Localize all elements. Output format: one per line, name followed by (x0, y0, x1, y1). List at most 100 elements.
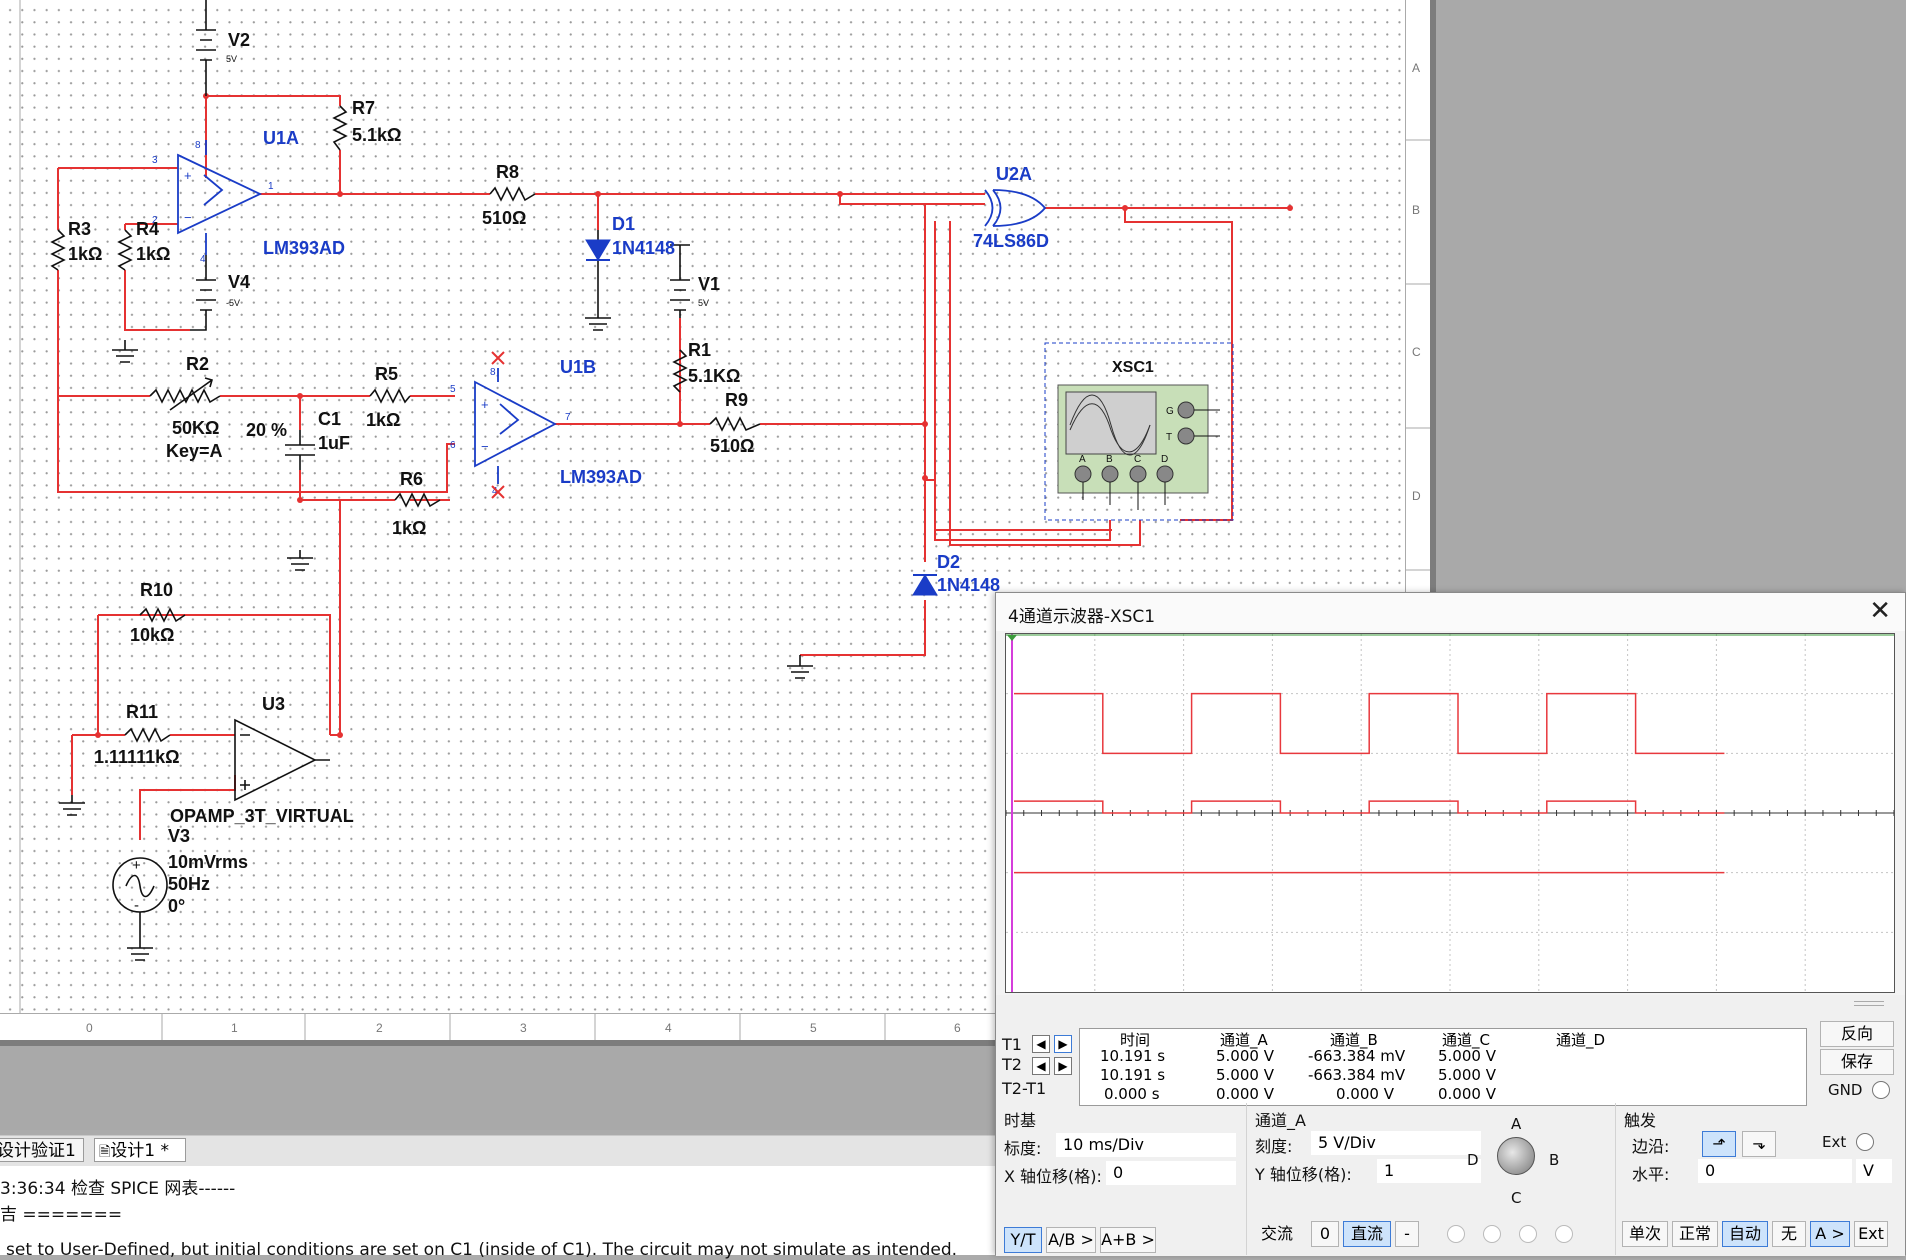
output-log[interactable]: 3:36:34 检查 SPICE 网表------ 吉 ======= set … (0, 1166, 1000, 1260)
readout-b: -663.384 mV (1308, 1047, 1406, 1065)
diode-d1[interactable] (585, 239, 611, 261)
tab-design1[interactable]: 🗎设计1 * (94, 1138, 186, 1162)
readout-time: 10.191 s (1100, 1047, 1166, 1065)
group-title: 通道_A (1255, 1111, 1306, 1130)
ab-mode-button[interactable]: A/B > (1046, 1227, 1096, 1253)
ext-radio[interactable] (1856, 1133, 1874, 1151)
resistor-r6[interactable] (394, 492, 441, 508)
gnd-radio[interactable] (1872, 1081, 1890, 1099)
opamp-u3[interactable] (234, 718, 317, 802)
battery-v1[interactable] (670, 245, 690, 318)
battery-v4[interactable] (190, 255, 216, 331)
svg-text:+: + (132, 857, 141, 874)
diode-d2[interactable] (912, 574, 938, 596)
a-source-button[interactable]: A > (1810, 1221, 1850, 1247)
channel-selector-knob[interactable] (1497, 1137, 1535, 1175)
capacitor-c1[interactable] (285, 430, 315, 470)
ground-symbol (787, 655, 813, 679)
channel-radio[interactable] (1447, 1225, 1465, 1243)
border-col-label: 2 (376, 1021, 383, 1035)
comparator-u1a[interactable] (177, 153, 263, 235)
component-label: R4 (136, 219, 159, 239)
scope-display[interactable] (1005, 633, 1895, 993)
ac-coupling-button[interactable]: 交流 (1253, 1221, 1301, 1247)
channel-radio[interactable] (1555, 1225, 1573, 1243)
tab-design-verify[interactable]: 设计验证1 * (0, 1138, 84, 1185)
oscilloscope-xsc1[interactable]: G T A B C D (1044, 342, 1234, 521)
timebase-scale-field[interactable]: 10 ms/Div (1056, 1133, 1236, 1157)
column-header: 通道_A (1220, 1031, 1268, 1049)
yt-mode-button[interactable]: Y/T (1004, 1227, 1042, 1253)
normal-trigger-button[interactable]: 正常 (1672, 1221, 1718, 1247)
x-position-field[interactable]: 0 (1106, 1161, 1236, 1185)
dc-coupling-button[interactable]: 直流 (1343, 1221, 1391, 1247)
save-button[interactable]: 保存 (1820, 1049, 1894, 1075)
comparator-u1b[interactable] (474, 380, 557, 468)
resistor-r8[interactable] (489, 186, 536, 202)
window-titlebar[interactable]: 4通道示波器-XSC1 ✕ (996, 593, 1905, 631)
cursor-left-arrow-icon[interactable]: ◀ (1032, 1035, 1050, 1053)
potentiometer-r2[interactable] (149, 388, 221, 404)
oscilloscope-window[interactable]: 4通道示波器-XSC1 ✕ T1 T2 T2-T1 ◀ ▶ ◀ ▶ 时间 通道_… (995, 592, 1906, 1256)
y-position-field[interactable]: 1 (1377, 1159, 1481, 1183)
xpos-label: X 轴位移(格): (1004, 1167, 1102, 1186)
wires[interactable] (57, 95, 1290, 840)
resistor-r11[interactable] (124, 727, 171, 743)
terminal-label: G (1166, 406, 1174, 417)
channel-scale-field[interactable]: 5 V/Div (1311, 1131, 1481, 1155)
component-label: V1 (698, 274, 720, 294)
component-label: R11 (126, 702, 158, 722)
component-label: V4 (228, 272, 250, 292)
scale-label: 标度: (1004, 1139, 1042, 1158)
schematic-canvas[interactable]: A B C D 0 1 2 3 4 5 6 (0, 0, 1430, 1040)
ground-symbol (112, 340, 138, 363)
edge-label: 边沿: (1632, 1137, 1670, 1156)
scope-grid[interactable] (1005, 634, 1895, 992)
reverse-button[interactable]: 反向 (1820, 1021, 1894, 1047)
design-tabs: 设计验证1 * 🗎设计1 * (0, 1135, 1000, 1185)
tab-label: 设计1 * (110, 1141, 169, 1161)
auto-trigger-button[interactable]: 自动 (1722, 1221, 1768, 1247)
cursor-left-arrow-icon[interactable]: ◀ (1032, 1057, 1050, 1075)
resistor-r7[interactable] (332, 105, 348, 151)
resistor-r10[interactable] (139, 607, 186, 623)
source-voltage: 5V (698, 298, 709, 308)
readout-time: 0.000 s (1104, 1085, 1160, 1103)
cursor-right-arrow-icon[interactable]: ▶ (1054, 1035, 1072, 1053)
component-label: R1 (688, 340, 711, 360)
apb-mode-button[interactable]: A+B > (1100, 1227, 1156, 1253)
close-icon[interactable]: ✕ (1869, 596, 1891, 626)
resistor-r1[interactable] (672, 349, 688, 393)
component-value: 5.1kΩ (352, 125, 401, 145)
component-model: 74LS86D (973, 231, 1049, 251)
battery-v2[interactable] (196, 0, 216, 96)
readout-c: 0.000 V (1438, 1085, 1496, 1103)
falling-edge-icon[interactable]: ⬎ (1742, 1131, 1776, 1157)
pot-percent: 20 % (246, 420, 287, 440)
source-amplitude: 10mVrms (168, 852, 248, 872)
resistor-r9[interactable] (709, 416, 761, 432)
cursor-right-arrow-icon[interactable]: ▶ (1054, 1057, 1072, 1075)
component-value: 1kΩ (136, 244, 170, 264)
trigger-unit-field[interactable]: V (1856, 1159, 1892, 1183)
channel-radio[interactable] (1519, 1225, 1537, 1243)
minus-coupling-button[interactable]: - (1395, 1221, 1419, 1247)
zero-coupling-button[interactable]: 0 (1311, 1221, 1339, 1247)
svg-text:+: + (481, 397, 489, 412)
xor-gate-u2a[interactable] (984, 189, 1047, 227)
component-label: R7 (352, 98, 375, 118)
resistor-r3[interactable] (50, 229, 66, 271)
resistor-r4[interactable] (117, 229, 133, 271)
readout-a: 0.000 V (1216, 1085, 1274, 1103)
trigger-level-field[interactable]: 0 (1698, 1159, 1852, 1183)
pin-number: 1 (268, 181, 274, 192)
single-trigger-button[interactable]: 单次 (1622, 1221, 1668, 1247)
component-value: 1kΩ (68, 244, 102, 264)
channel-radio[interactable] (1483, 1225, 1501, 1243)
resistor-r5[interactable] (369, 388, 411, 404)
none-trigger-button[interactable]: 无 (1772, 1221, 1806, 1247)
ext-source-button[interactable]: Ext (1854, 1221, 1888, 1247)
component-label: R3 (68, 219, 91, 239)
rising-edge-icon[interactable]: ⬏ (1702, 1131, 1736, 1157)
no-connect-marker (491, 485, 505, 499)
